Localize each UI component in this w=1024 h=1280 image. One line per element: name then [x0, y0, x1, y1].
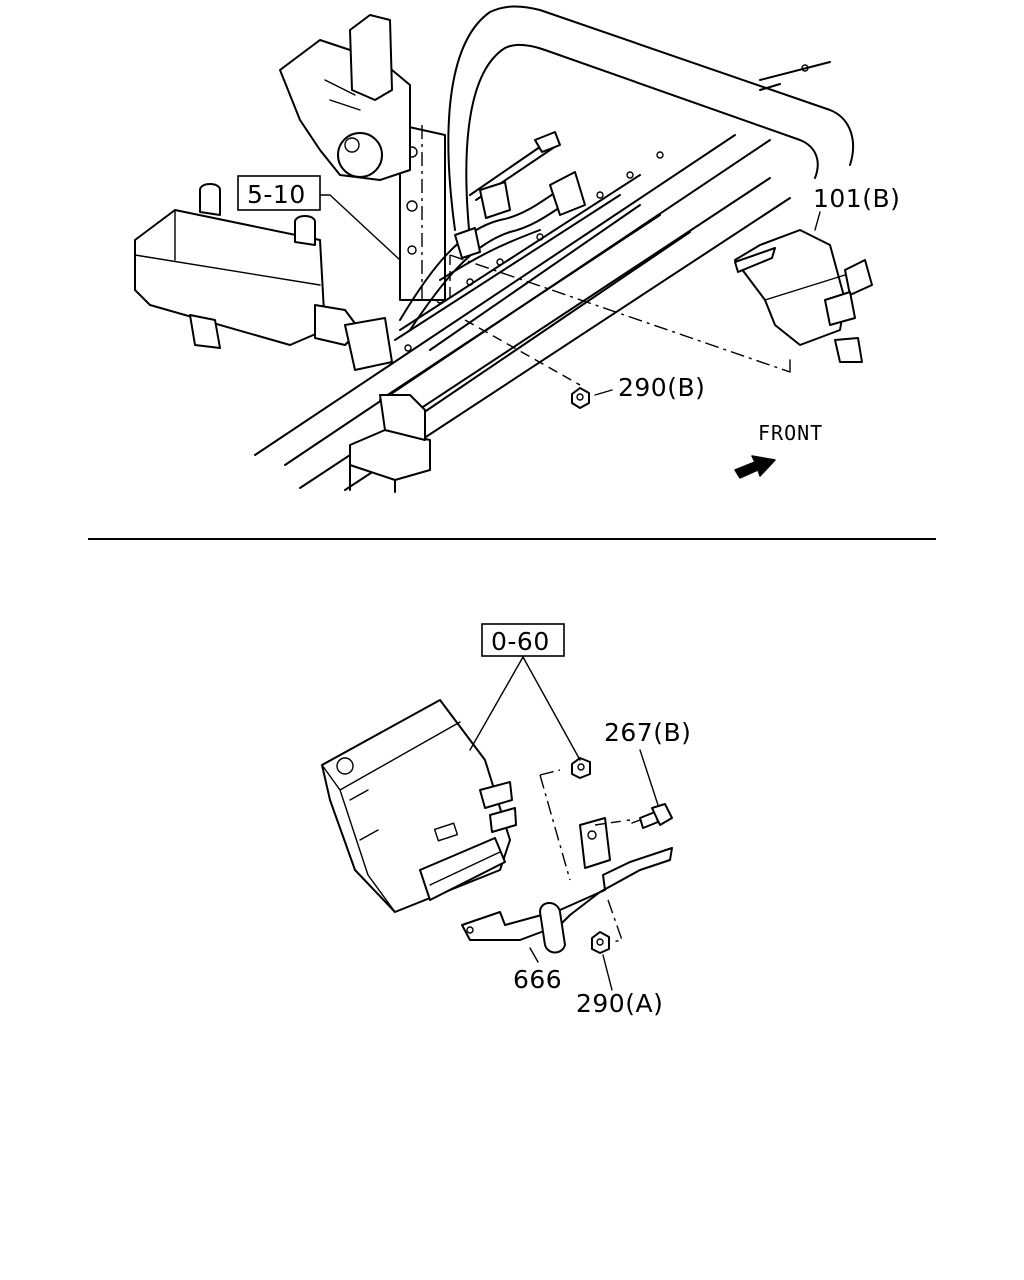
nut-290b: [571, 387, 590, 409]
bracket-666: [461, 817, 673, 954]
part-666-label: 666: [513, 965, 562, 994]
ref-0-60-box: [481, 623, 565, 657]
part-267b-label: 267(B): [604, 718, 691, 747]
cross-member: [349, 394, 431, 493]
ref-5-10-callout: 5-10: [237, 175, 321, 211]
ref-0-60-callout: 0-60: [481, 623, 565, 657]
nut-top: [571, 757, 591, 779]
ref-5-10-box: [237, 175, 321, 211]
control-module: [321, 699, 517, 913]
ref-0-60-label: 0-60: [491, 627, 550, 656]
front-label: FRONT: [758, 421, 823, 445]
nut-290a: [591, 931, 610, 954]
part-101b-label: 101(B): [813, 184, 900, 213]
bracket-101b: [734, 229, 873, 363]
bottom-diagram: 0-60 267(B) 666 290(A): [321, 623, 691, 1018]
part-290a-label: 290(A): [576, 989, 663, 1018]
top-diagram: 5-10 101(B) 290(B) FRONT: [134, 5, 900, 493]
top-leader-lines: [319, 194, 821, 396]
engine-mount: [279, 14, 411, 181]
vertical-bracket: [399, 124, 446, 301]
ref-5-10-label: 5-10: [247, 180, 306, 209]
frame-loop: [447, 5, 855, 241]
actuator-unit: [134, 183, 393, 371]
front-arrow-icon: [734, 455, 776, 479]
bolt-267b: [631, 803, 673, 829]
wire-harness: [399, 131, 586, 331]
bottom-leader-lines: [469, 656, 659, 991]
part-290b-label: 290(B): [618, 373, 705, 402]
